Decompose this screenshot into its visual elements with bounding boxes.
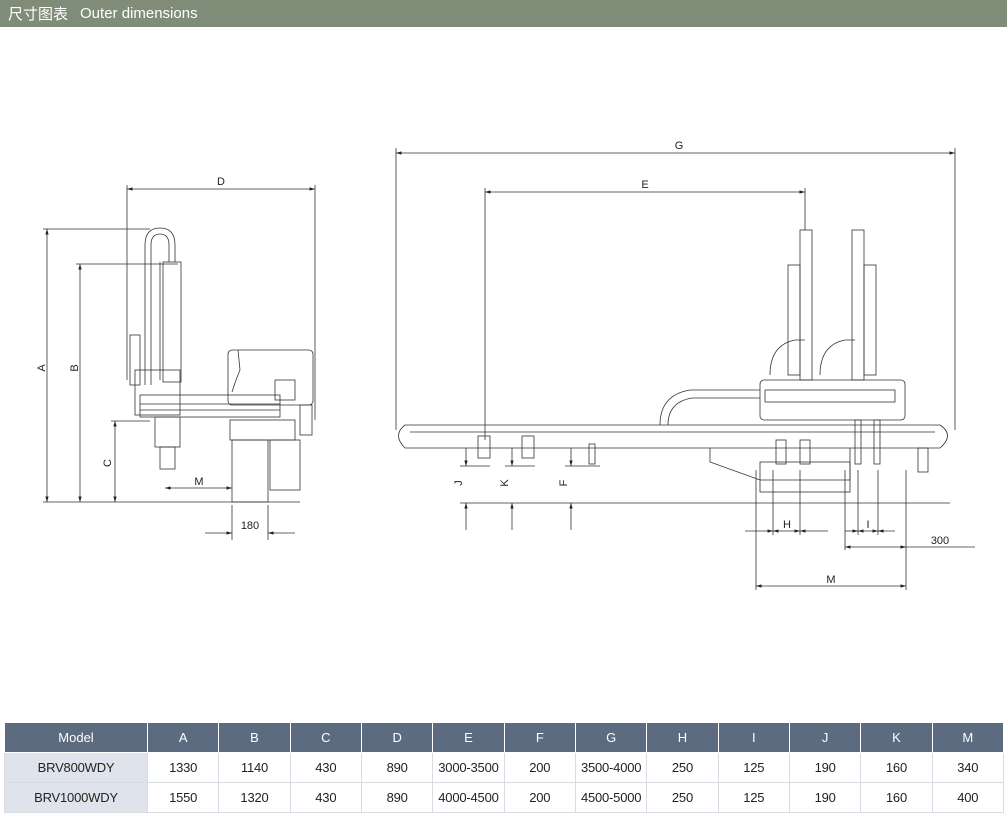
table-row: BRV800WDY 1330 1140 430 890 3000-3500 20… (4, 752, 1005, 783)
col-header-g: G (574, 722, 648, 753)
cell-b: 1320 (218, 782, 291, 813)
dim-label-300: 300 (931, 535, 949, 547)
table-header-row: Model A B C D E F G H I J K M (4, 722, 1005, 753)
col-header-a: A (146, 722, 220, 753)
col-header-f: F (503, 722, 576, 753)
cell-d: 890 (360, 782, 434, 813)
dim-label-a: A (36, 364, 48, 372)
col-header-m: M (931, 722, 1005, 753)
cell-k: 160 (860, 752, 933, 783)
dim-label-i: I (866, 519, 869, 531)
dim-label-m-side: M (194, 476, 203, 488)
dim-label-g: G (675, 140, 684, 152)
dim-label-d: D (217, 176, 225, 188)
col-header-i: I (717, 722, 790, 753)
cell-g: 3500-4000 (574, 752, 648, 783)
cell-h: 250 (646, 782, 719, 813)
cell-c: 430 (289, 782, 362, 813)
section-header: 尺寸图表 Outer dimensions (0, 0, 1007, 27)
dim-label-e: E (641, 179, 648, 191)
cell-model: BRV1000WDY (4, 782, 148, 813)
col-header-k: K (860, 722, 933, 753)
cell-model: BRV800WDY (4, 752, 148, 783)
cell-e: 3000-3500 (432, 752, 505, 783)
col-header-e: E (432, 722, 505, 753)
dim-label-180: 180 (241, 520, 259, 532)
dim-label-k: K (499, 479, 511, 487)
cell-e: 4000-4500 (432, 782, 505, 813)
cell-f: 200 (503, 752, 576, 783)
dim-label-f: F (558, 479, 570, 486)
cell-c: 430 (289, 752, 362, 783)
header-title-en: Outer dimensions (80, 5, 198, 22)
table-row: BRV1000WDY 1550 1320 430 890 4000-4500 2… (4, 782, 1005, 813)
outer-dimensions-drawing: D A B C M 180 (36, 140, 975, 590)
cell-k: 160 (860, 782, 933, 813)
cell-j: 190 (788, 752, 862, 783)
spec-table: Model A B C D E F G H I J K M BRV800WDY … (4, 722, 1005, 813)
cell-a: 1330 (146, 752, 220, 783)
cell-i: 125 (717, 752, 790, 783)
side-view (43, 185, 316, 540)
cell-d: 890 (360, 752, 434, 783)
dim-label-b: B (69, 364, 81, 371)
col-header-model: Model (4, 722, 148, 753)
cell-j: 190 (788, 782, 862, 813)
cell-i: 125 (717, 782, 790, 813)
cell-m: 340 (931, 752, 1005, 783)
dim-label-h: H (783, 519, 791, 531)
cell-f: 200 (503, 782, 576, 813)
header-title-cn: 尺寸图表 (8, 6, 69, 23)
col-header-d: D (360, 722, 434, 753)
dim-label-m-front: M (826, 574, 835, 586)
col-header-h: H (646, 722, 719, 753)
front-view (395, 148, 975, 590)
cell-h: 250 (646, 752, 719, 783)
dim-label-c: C (102, 459, 114, 467)
dim-label-j: J (453, 480, 465, 486)
col-header-j: J (788, 722, 862, 753)
cell-m: 400 (931, 782, 1005, 813)
cell-g: 4500-5000 (574, 782, 648, 813)
col-header-b: B (218, 722, 291, 753)
col-header-c: C (289, 722, 362, 753)
cell-b: 1140 (218, 752, 291, 783)
cell-a: 1550 (146, 782, 220, 813)
